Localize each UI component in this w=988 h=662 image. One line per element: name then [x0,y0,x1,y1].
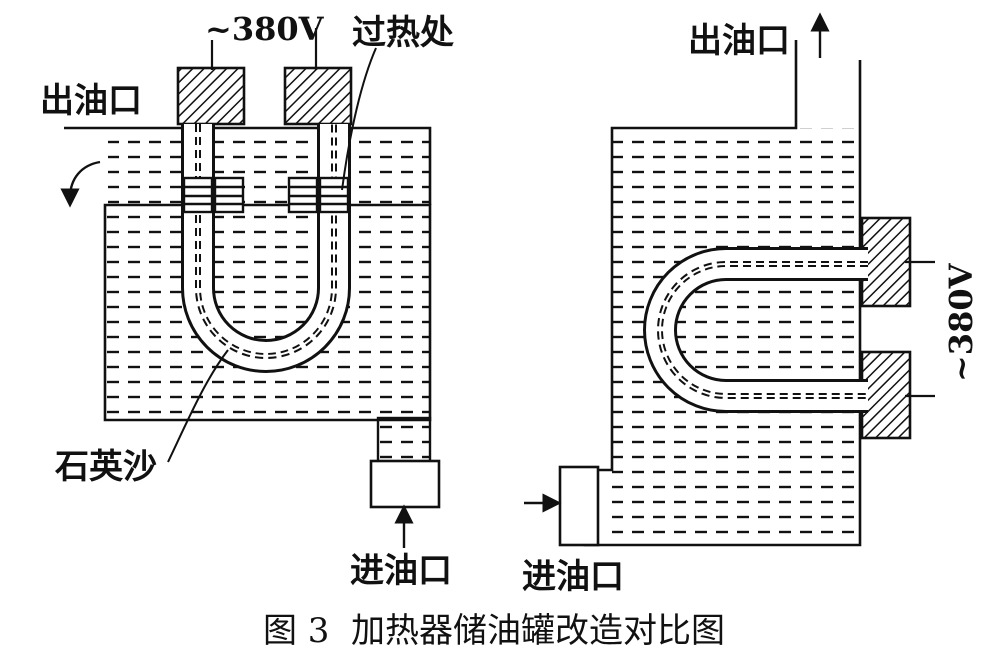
left-tank-body [103,203,432,422]
left-inlet-box [369,459,441,509]
right-electrode-cap-2 [860,350,912,440]
left-inlet-label: 进油口 [350,551,452,591]
left-sand-leader [167,349,229,463]
left-voltage-label: ~380V [205,10,325,48]
left-inlet-pipe [376,416,432,464]
right-tank-body [612,128,860,545]
right-electrode-cap-1 [860,216,912,308]
left-outlet-label: 出油口 [40,81,142,121]
right-inlet-box [558,465,600,547]
left-tank [60,28,441,548]
left-tank-upper [108,128,430,205]
figure-caption: 图 3 加热器储油罐改造对比图 [263,611,725,651]
left-electrode-cap-2 [283,66,353,126]
right-inlet-label: 进油口 [522,557,624,597]
left-overheat-label: 过热处 [352,13,454,53]
left-overheat-leader [341,47,377,191]
left-sand-label: 石英沙 [54,447,157,487]
right-heating-tube-center [659,263,868,397]
right-voltage-label: ~380V [942,262,980,382]
left-overheat-rings [182,176,350,214]
left-electrode-cap-1 [176,66,246,126]
left-heating-tube-center [197,124,335,357]
right-outlet-label: 出油口 [688,21,790,61]
left-overflow-arrow [60,160,101,208]
right-tank [524,12,935,547]
